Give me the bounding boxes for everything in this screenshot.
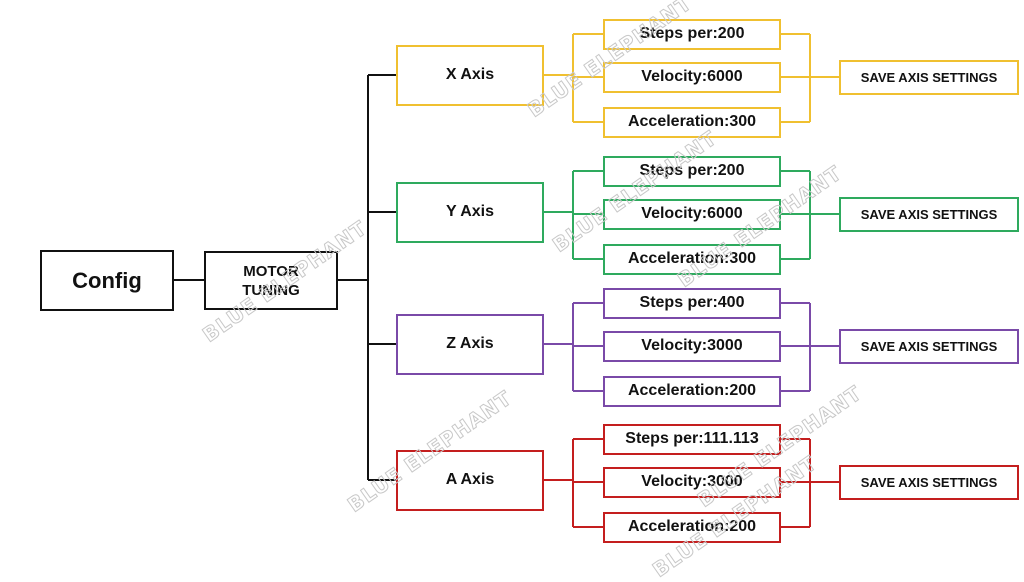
y-param-2-node-label: Acceleration:300 [627, 250, 757, 267]
x-param-0-node: Steps per:200 [603, 18, 781, 50]
y-param-0-node: Steps per:200 [603, 155, 781, 187]
x-param-2-node-label: Acceleration:300 [627, 113, 757, 130]
y-param-2-node: Acceleration:300 [603, 243, 781, 275]
motor-tuning-node: MOTOR TUNING [204, 251, 338, 310]
x-param-0-node-label: Steps per:200 [639, 25, 745, 42]
z-save-axis-settings-button-label: SAVE AXIS SETTINGS [860, 338, 998, 354]
a-param-1-node: Velocity:3000 [603, 466, 781, 498]
config-node: Config [40, 250, 174, 311]
x-param-1-node-label: Velocity:6000 [641, 68, 743, 85]
a-param-2-node-label: Acceleration:200 [627, 518, 757, 535]
motor-tuning-label-line1: MOTOR [243, 262, 299, 280]
z-param-2-node: Acceleration:200 [603, 375, 781, 407]
z-axis-node: Z Axis [396, 313, 544, 375]
z-save-axis-settings-button[interactable]: SAVE AXIS SETTINGS [839, 328, 1019, 364]
a-param-0-node-label: Steps per:111.113 [625, 430, 759, 447]
z-param-0-node-label: Steps per:400 [639, 294, 745, 311]
a-param-0-node: Steps per:111.113 [603, 423, 781, 455]
y-save-axis-settings-button[interactable]: SAVE AXIS SETTINGS [839, 196, 1019, 232]
y-axis-node-label: Y Axis [445, 203, 495, 220]
a-param-2-node: Acceleration:200 [603, 511, 781, 543]
x-save-axis-settings-button-label: SAVE AXIS SETTINGS [860, 69, 998, 85]
y-axis-node: Y Axis [396, 181, 544, 243]
z-param-1-node-label: Velocity:3000 [641, 337, 743, 354]
a-save-axis-settings-button-label: SAVE AXIS SETTINGS [860, 474, 998, 490]
z-param-2-node-label: Acceleration:200 [627, 382, 757, 399]
y-save-axis-settings-button-label: SAVE AXIS SETTINGS [860, 206, 998, 222]
a-axis-node-label: A Axis [445, 471, 495, 488]
x-axis-node: X Axis [396, 44, 544, 106]
a-axis-node: A Axis [396, 449, 544, 511]
z-param-1-node: Velocity:3000 [603, 330, 781, 362]
connector-lines [174, 33, 839, 528]
x-save-axis-settings-button[interactable]: SAVE AXIS SETTINGS [839, 59, 1019, 95]
y-param-1-node-label: Velocity:6000 [641, 205, 743, 222]
x-param-2-node: Acceleration:300 [603, 106, 781, 138]
a-save-axis-settings-button[interactable]: SAVE AXIS SETTINGS [839, 464, 1019, 500]
y-param-1-node: Velocity:6000 [603, 198, 781, 230]
y-param-0-node-label: Steps per:200 [639, 162, 745, 179]
x-axis-node-label: X Axis [445, 66, 495, 83]
motor-tuning-label-line2: TUNING [242, 281, 300, 299]
z-axis-node-label: Z Axis [446, 335, 494, 352]
a-param-1-node-label: Velocity:3000 [641, 473, 743, 490]
config-label: Config [72, 267, 142, 293]
z-param-0-node: Steps per:400 [603, 287, 781, 319]
x-param-1-node: Velocity:6000 [603, 61, 781, 93]
